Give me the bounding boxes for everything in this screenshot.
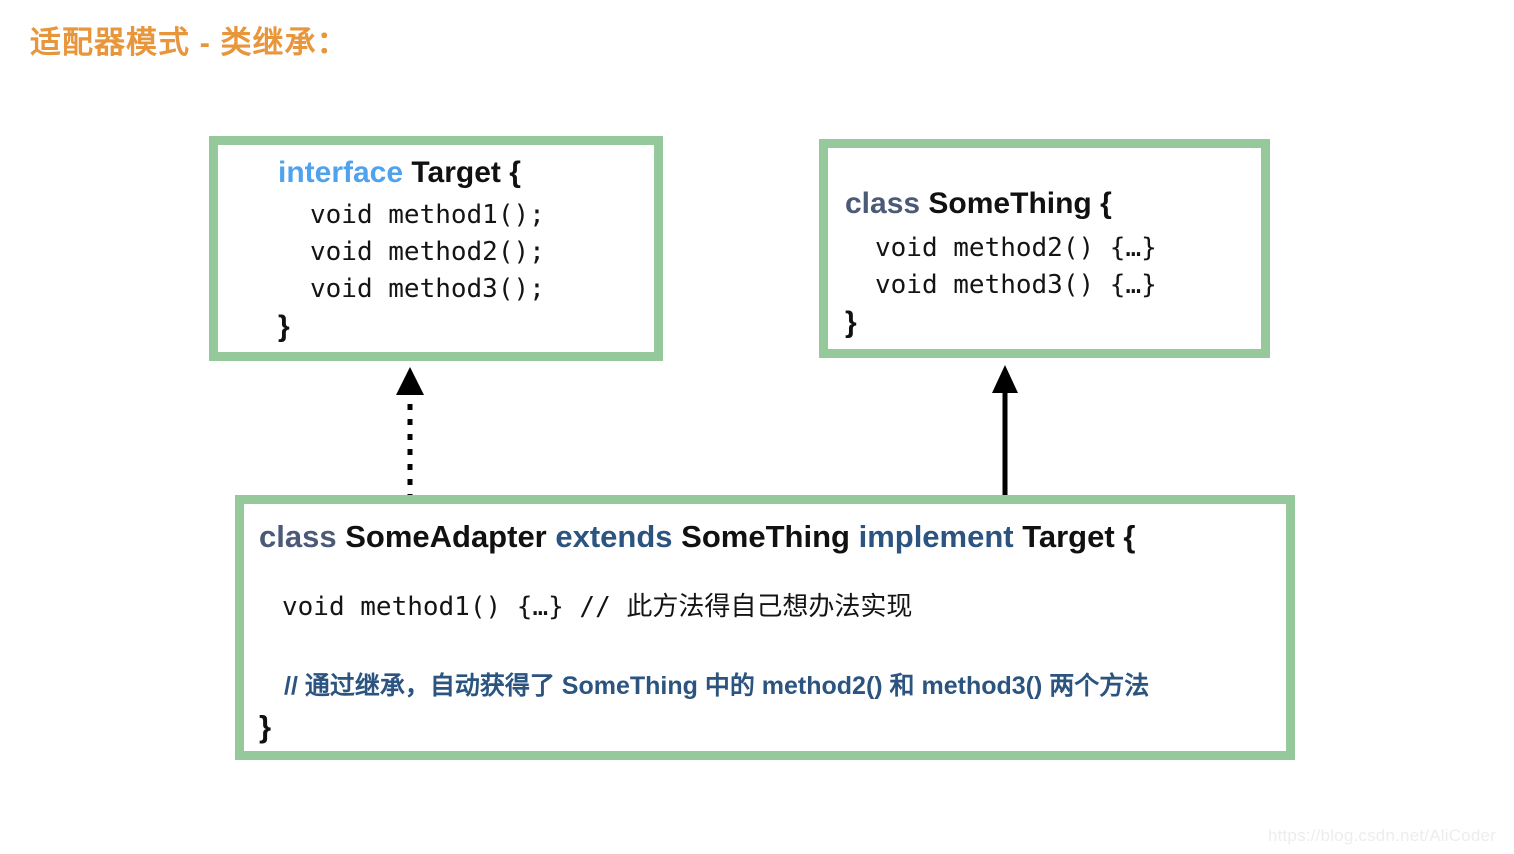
super-class-name: SomeThing <box>681 519 850 554</box>
open-brace: { <box>1100 187 1112 220</box>
inheritance-comment-line: // 通过继承，自动获得了 SomeThing 中的 method2() 和 m… <box>284 672 1150 700</box>
method-implementation-line: void method1() {…} // 此方法得自己想办法实现 <box>282 592 913 622</box>
signature-space-4 <box>850 519 859 554</box>
open-brace: { <box>509 156 521 189</box>
open-brace: { <box>1123 519 1136 554</box>
page-title: 适配器模式 - 类继承： <box>30 25 349 60</box>
close-brace: } <box>259 709 272 744</box>
method-declaration: void method2() {…} <box>875 233 1157 263</box>
implemented-interface-name: Target <box>1022 519 1115 554</box>
keyword-extends: extends <box>555 519 673 554</box>
class-something-signature: class SomeThing { <box>845 189 1112 219</box>
method-declaration: void method2(); <box>310 237 545 267</box>
signature-space-3 <box>673 519 682 554</box>
realization-arrow-head <box>396 367 424 395</box>
keyword-implement: implement <box>858 519 1014 554</box>
signature-space-2 <box>501 156 509 189</box>
method-declaration: void method1(); <box>310 200 545 230</box>
interface-name: Target <box>411 156 501 189</box>
method-declaration: void method3() {…} <box>875 270 1157 300</box>
method-declaration: void method3(); <box>310 274 545 304</box>
inheritance-arrow <box>992 365 1018 500</box>
realization-arrow <box>396 367 424 500</box>
signature-space-5 <box>1014 519 1023 554</box>
signature-space-2 <box>1092 187 1100 220</box>
keyword-interface: interface <box>278 156 404 189</box>
keyword-class: class <box>259 519 337 554</box>
signature-space <box>337 519 346 554</box>
close-brace: } <box>845 306 857 339</box>
close-brace: } <box>278 310 290 343</box>
class-name: SomeAdapter <box>345 519 547 554</box>
class-someadapter-signature: class SomeAdapter extends SomeThing impl… <box>259 521 1135 552</box>
class-something-content: class SomeThing { void method2() {…} voi… <box>828 148 1261 349</box>
interface-target-signature: interface Target { <box>278 158 521 188</box>
watermark: https://blog.csdn.net/AliCoder <box>1267 826 1496 845</box>
keyword-class: class <box>845 187 921 220</box>
class-something-box: class SomeThing { void method2() {…} voi… <box>819 139 1270 358</box>
class-someadapter-content: class SomeAdapter extends SomeThing impl… <box>244 504 1286 751</box>
inheritance-arrow-head <box>992 365 1018 393</box>
interface-target-content: interface Target { void method1(); void … <box>218 145 654 352</box>
class-someadapter-box: class SomeAdapter extends SomeThing impl… <box>235 495 1295 760</box>
interface-target-box: interface Target { void method1(); void … <box>209 136 663 361</box>
class-name: SomeThing <box>928 187 1092 220</box>
